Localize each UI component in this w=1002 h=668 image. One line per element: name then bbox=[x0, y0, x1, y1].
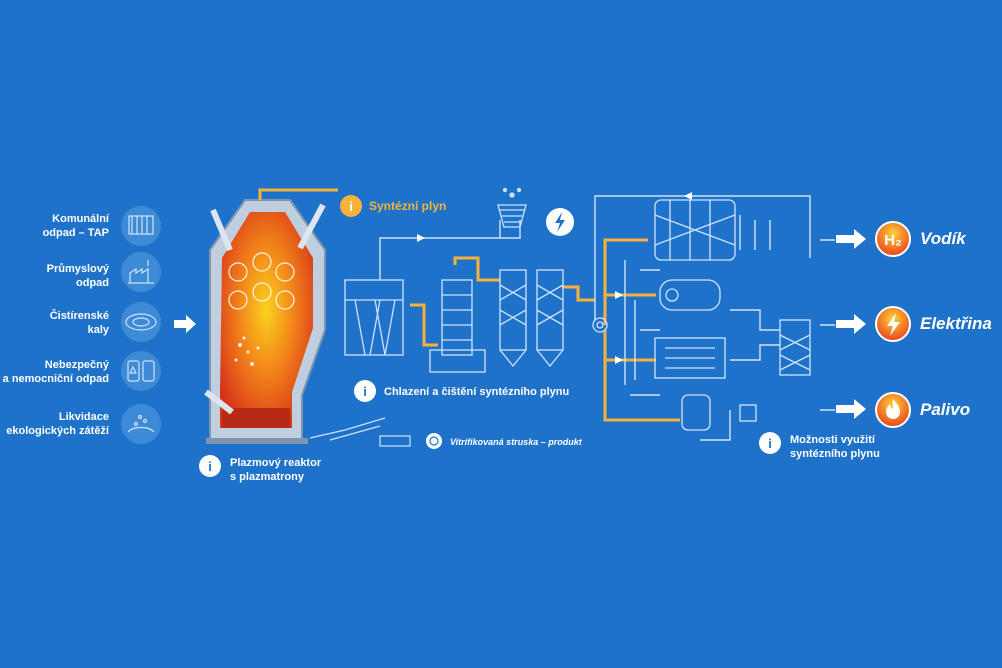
utilization-equipment bbox=[654, 199, 811, 431]
input-line2: a nemocniční odpad bbox=[2, 373, 109, 385]
info-icon-options: i bbox=[759, 432, 781, 454]
environmental-burden-icon bbox=[121, 404, 161, 444]
input-label-hazardous: Nebezpečný a nemocniční odpad bbox=[3, 358, 109, 386]
output-label-hydrogen: Vodík bbox=[920, 229, 966, 248]
hydrogen-symbol: H₂ bbox=[884, 232, 902, 249]
industrial-waste-icon bbox=[121, 252, 161, 292]
input-arrow bbox=[174, 315, 196, 333]
input-label-industrial: Průmyslový odpad bbox=[47, 262, 109, 290]
info-symbol: i bbox=[363, 384, 367, 399]
output-label-fuel: Palivo bbox=[920, 400, 971, 419]
input-label-sludge: Čistírenské kaly bbox=[50, 309, 109, 337]
reactor-label: Plazmový reaktor s plazmatrony bbox=[230, 456, 321, 484]
output-arrows bbox=[836, 229, 866, 419]
options-label: Možnosti využití syntézního plynu bbox=[790, 433, 880, 461]
input-line1: Nebezpečný bbox=[44, 359, 109, 371]
cooling-label: Chlazení a čištění syntézního plynu bbox=[384, 386, 570, 398]
input-line2: ekologických zátěží bbox=[6, 425, 109, 437]
syngas-label: Syntézní plyn bbox=[369, 199, 447, 213]
input-label-environmental: Likvidace ekologických zátěží bbox=[6, 410, 109, 438]
slag-label: Vitrifikovaná struska – produkt bbox=[450, 437, 582, 447]
options-line2: syntézního plynu bbox=[790, 448, 880, 460]
input-line2: kaly bbox=[87, 324, 109, 336]
process-lines bbox=[379, 195, 835, 441]
plasma-reactor bbox=[204, 199, 326, 444]
syngas-pipe bbox=[258, 188, 680, 422]
input-label-municipal: Komunální odpad – TAP bbox=[43, 212, 109, 240]
reactor-line2: s plazmatrony bbox=[230, 471, 304, 483]
reactor-line1: Plazmový reaktor bbox=[230, 457, 322, 469]
input-line2: odpad bbox=[76, 277, 109, 289]
input-line1: Čistírenské bbox=[49, 310, 109, 322]
options-line1: Možnosti využití bbox=[790, 434, 875, 446]
municipal-waste-icon bbox=[121, 206, 161, 246]
input-line1: Likvidace bbox=[58, 411, 109, 423]
syngas-filter bbox=[497, 187, 527, 228]
cleaning-equipment bbox=[344, 269, 608, 373]
info-icon-cooling: i bbox=[354, 380, 376, 402]
hazardous-waste-icon bbox=[121, 351, 161, 391]
input-line1: Komunální bbox=[52, 213, 109, 225]
input-icons bbox=[121, 206, 161, 444]
input-line2: odpad – TAP bbox=[42, 227, 109, 239]
sewage-sludge-icon bbox=[121, 302, 161, 342]
flow-arrows bbox=[417, 192, 692, 364]
output-label-electricity: Elektřina bbox=[920, 314, 992, 333]
hydrogen-icon: H₂ bbox=[875, 221, 911, 257]
fuel-icon bbox=[875, 392, 911, 428]
info-symbol: i bbox=[768, 436, 772, 451]
bolt-icon bbox=[546, 208, 574, 236]
slag-icon bbox=[426, 433, 442, 449]
info-symbol: i bbox=[349, 199, 353, 214]
info-icon-syngas: i bbox=[340, 195, 362, 217]
electricity-icon bbox=[875, 306, 911, 342]
slag-conveyor bbox=[309, 417, 411, 447]
input-line1: Průmyslový bbox=[46, 263, 109, 275]
info-symbol: i bbox=[208, 459, 212, 474]
info-icon-reactor: i bbox=[199, 455, 221, 477]
